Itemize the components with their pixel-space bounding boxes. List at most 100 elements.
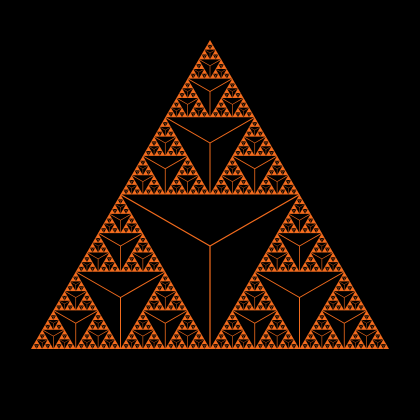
connector-line xyxy=(324,266,328,269)
fractal-triangle xyxy=(182,189,188,195)
connector-line xyxy=(190,92,194,95)
fractal-triangle xyxy=(352,329,359,335)
fractal-triangle xyxy=(223,88,230,94)
fractal-triangle xyxy=(176,170,183,176)
fractal-triangle xyxy=(338,344,345,349)
fractal-triangle xyxy=(372,334,378,340)
connector-line xyxy=(72,276,76,279)
fractal-triangle xyxy=(109,218,115,224)
connector-line xyxy=(193,343,197,346)
connector-line xyxy=(81,305,85,308)
connector-line xyxy=(307,334,311,337)
connector-line xyxy=(170,107,177,111)
connector-line xyxy=(173,102,177,105)
fractal-triangle xyxy=(282,247,289,253)
connector-line xyxy=(137,324,141,327)
fractal-triangle xyxy=(305,266,311,272)
connector-line xyxy=(363,315,367,317)
fractal-triangle xyxy=(254,189,261,195)
connector-line xyxy=(159,126,166,131)
connector-line xyxy=(277,237,281,240)
connector-line xyxy=(100,324,104,327)
connector-line xyxy=(221,68,227,73)
connector-line xyxy=(198,107,205,111)
fractal-triangle xyxy=(159,344,166,349)
connector-line xyxy=(92,305,96,308)
connector-line xyxy=(170,184,177,189)
connector-line xyxy=(291,189,295,192)
connector-line xyxy=(249,286,253,289)
fractal-triangle xyxy=(299,228,306,234)
fractal-triangle xyxy=(123,262,129,267)
connector-line xyxy=(237,112,241,115)
connector-line xyxy=(84,257,88,260)
fractal-triangle xyxy=(176,189,183,195)
fractal-triangle xyxy=(92,266,99,272)
connector-line xyxy=(209,59,222,67)
connector-line xyxy=(288,257,292,260)
connector-line xyxy=(120,232,144,247)
fractal-triangle xyxy=(140,233,146,238)
connector-line xyxy=(198,339,205,343)
fractal-triangle xyxy=(333,305,339,311)
fractal-triangle xyxy=(193,112,199,118)
connector-line xyxy=(209,116,255,144)
fractal-triangle xyxy=(100,223,107,229)
fractal-triangle xyxy=(246,184,252,190)
fractal-triangle xyxy=(165,305,171,311)
connector-line xyxy=(112,228,116,231)
fractal-triangle xyxy=(100,242,107,248)
connector-line xyxy=(349,339,356,343)
connector-line xyxy=(145,170,149,173)
fractal-triangle xyxy=(196,329,202,335)
connector-line xyxy=(327,343,331,346)
fractal-triangle xyxy=(302,223,308,229)
fractal-triangle xyxy=(237,112,244,118)
fractal-triangle xyxy=(159,276,166,282)
fractal-triangle xyxy=(260,266,266,272)
fractal-triangle xyxy=(126,334,132,340)
fractal-triangle xyxy=(123,204,129,209)
fractal-triangle xyxy=(277,170,283,176)
fractal-triangle xyxy=(142,237,149,243)
connector-line xyxy=(114,343,118,346)
fractal-triangle xyxy=(235,339,241,345)
connector-line xyxy=(64,339,71,343)
connector-line xyxy=(254,310,278,324)
fractal-triangle xyxy=(265,151,272,156)
connector-line xyxy=(221,334,225,337)
fractal-triangle xyxy=(265,247,272,253)
connector-line xyxy=(313,228,317,231)
fractal-triangle xyxy=(67,300,73,306)
fractal-triangle xyxy=(109,228,115,234)
fractal-triangle xyxy=(179,146,185,152)
fractal-triangle xyxy=(56,339,62,345)
fractal-triangle xyxy=(204,54,210,60)
fractal-triangle xyxy=(324,300,331,306)
fractal-triangle xyxy=(229,155,236,161)
fractal-triangle xyxy=(232,83,238,89)
connector-line xyxy=(310,339,317,343)
fractal-triangle xyxy=(271,151,278,156)
connector-line xyxy=(265,184,272,189)
fractal-triangle xyxy=(86,266,93,272)
fractal-triangle xyxy=(282,189,289,195)
connector-line xyxy=(268,324,272,327)
fractal-triangle xyxy=(131,170,138,176)
connector-line xyxy=(181,112,185,115)
fractal-triangle xyxy=(260,151,266,156)
connector-line xyxy=(181,150,185,153)
connector-line xyxy=(249,281,255,285)
connector-line xyxy=(195,102,199,105)
connector-line xyxy=(288,218,292,221)
connector-line xyxy=(165,126,171,131)
connector-line xyxy=(86,300,93,305)
connector-line xyxy=(165,121,169,124)
connector-line xyxy=(237,189,241,192)
fractal-triangle xyxy=(148,151,155,156)
fractal-triangle xyxy=(293,199,300,205)
fractal-triangle xyxy=(232,344,238,349)
connector-line xyxy=(237,300,244,305)
connector-line xyxy=(123,189,127,192)
connector-line xyxy=(145,305,149,308)
